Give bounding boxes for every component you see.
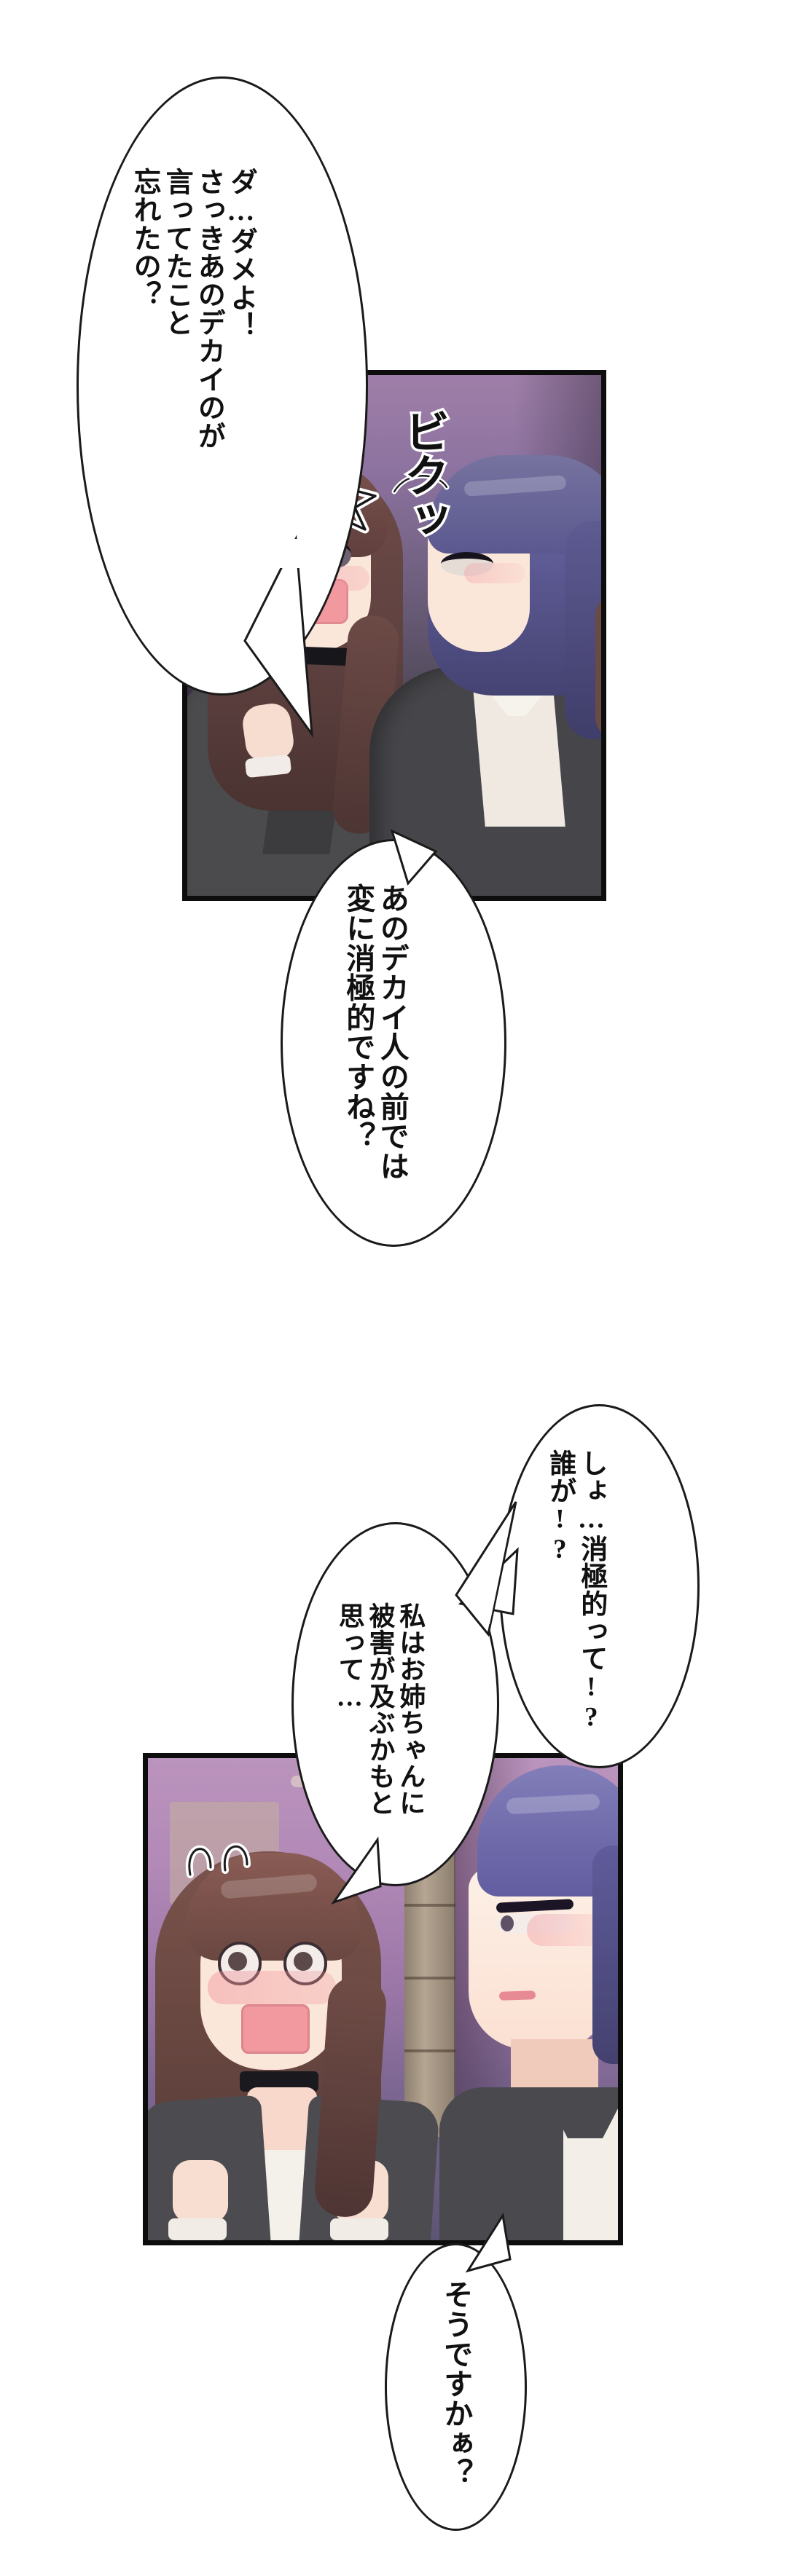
p2-left-fist-left <box>173 2160 228 2223</box>
speech-bubble-2-text: あのデカイ人の前では 変に消極的ですね？ <box>342 883 409 1181</box>
right-woman-blush <box>464 563 525 583</box>
speech-bubble-2 <box>281 839 506 1247</box>
p2-left-bangs <box>186 1853 361 1961</box>
p2-right-side-hair <box>592 1846 618 2064</box>
p2-left-cuff-right <box>330 2218 388 2240</box>
right-woman-eye <box>441 552 493 576</box>
fluster-marks-icon <box>179 1828 266 1886</box>
p2-left-pupil-right <box>294 1952 313 1971</box>
p2-right-face <box>469 1867 607 2049</box>
speech-bubble-4-text: 私はお姉ちゃんに 被害が及ぶかもと 思って… <box>334 1602 426 1816</box>
p2-left-cuff-left <box>168 2218 227 2240</box>
p2-left-pupil-left <box>228 1952 247 1971</box>
bubble-5-tail <box>459 2212 517 2278</box>
background-pillar-seam-3 <box>404 2049 455 2052</box>
bubble-2-tail <box>380 827 446 892</box>
sfx-bikutt: ビクッ <box>394 406 452 542</box>
speech-bubble-3-text: しょ…消極的って!? 誰が!? <box>544 1449 606 1733</box>
right-woman-back-hair <box>595 594 601 739</box>
motion-swirl-right <box>390 462 455 506</box>
bubble-4-tail <box>446 1500 526 1646</box>
background-pillar-seam-1 <box>404 1904 455 1907</box>
p2-right-mouth <box>498 1990 536 2001</box>
speech-bubble-5 <box>385 2243 527 2531</box>
speech-bubble-5-text: そうですかぁ？ <box>439 2280 473 2488</box>
p2-left-open-mouth <box>241 2004 310 2054</box>
right-woman-side-hair <box>565 521 601 739</box>
bubble-1-tail <box>230 535 318 757</box>
p2-right-pupil <box>501 1915 514 1931</box>
background-pillar-seam-2 <box>404 1977 455 1980</box>
speech-bubble-1-text: ダ…ダメよ！ さっきあのデカイのが 言ってたこと 忘れたの？ <box>129 168 257 450</box>
speech-bubble-3 <box>499 1404 700 1768</box>
speech-bubble-1 <box>77 76 368 696</box>
bubble-4-tail-lower <box>325 1835 391 1915</box>
p2-left-blush <box>208 1971 336 2004</box>
